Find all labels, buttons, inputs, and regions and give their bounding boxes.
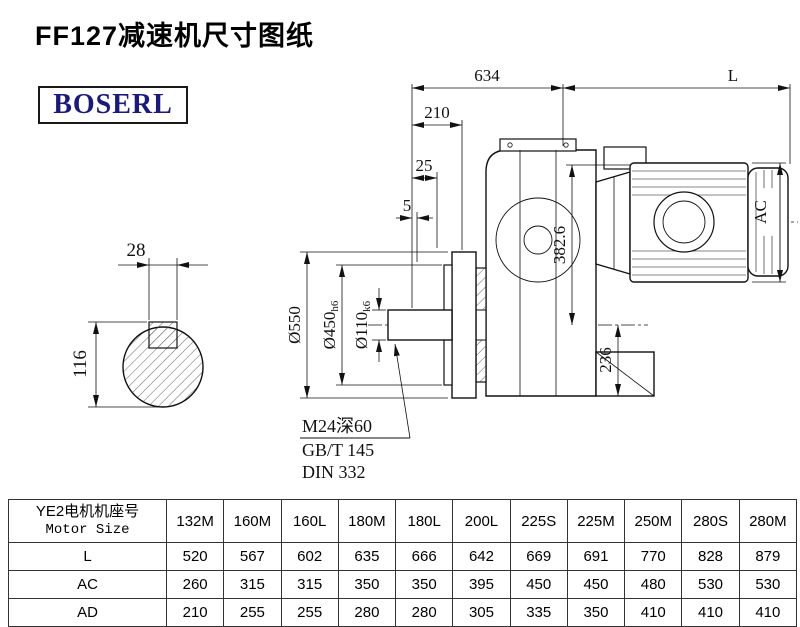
output-shaft bbox=[387, 309, 453, 341]
cell-L: 666 bbox=[395, 542, 454, 571]
dim-116-label: 116 bbox=[70, 350, 91, 378]
cell-L: 691 bbox=[566, 542, 626, 571]
dia-450-label: Ø450h6 bbox=[320, 300, 341, 349]
dim-L-label: L bbox=[728, 66, 738, 85]
dim-28-label: 28 bbox=[127, 240, 146, 261]
cell-AC: 395 bbox=[452, 570, 511, 599]
cell-AD: 335 bbox=[509, 598, 568, 627]
header-cn: YE2电机机座号 bbox=[35, 503, 140, 521]
dim-25-label: 25 bbox=[416, 156, 433, 175]
cell-AD: 305 bbox=[452, 598, 511, 627]
note-gbt145: GB/T 145 bbox=[302, 440, 374, 460]
gear-circle bbox=[495, 197, 581, 283]
cell-AD: 410 bbox=[624, 598, 683, 627]
dimension-lines bbox=[300, 84, 791, 439]
boserl-logo-text: BOSERL bbox=[53, 89, 173, 120]
size-col-header: 225M bbox=[566, 499, 626, 543]
table-header-row: YE2电机机座号 Motor Size 132M 160M 160L 180M … bbox=[8, 499, 798, 543]
dia-450-value: Ø450 bbox=[320, 312, 339, 350]
shaft-end-view bbox=[88, 258, 208, 408]
cell-AD: 210 bbox=[165, 598, 225, 627]
cell-L: 879 bbox=[738, 542, 798, 571]
reducer-side-view bbox=[368, 138, 798, 399]
key-section bbox=[148, 321, 178, 349]
table-row-L: L 520 567 602 635 666 642 669 691 770 82… bbox=[8, 542, 798, 571]
size-col-header: 280M bbox=[738, 499, 798, 543]
cell-AC: 315 bbox=[280, 570, 339, 599]
cell-L: 642 bbox=[452, 542, 511, 571]
cell-L: 520 bbox=[165, 542, 225, 571]
output-flange bbox=[451, 251, 477, 399]
cell-AD: 280 bbox=[395, 598, 454, 627]
technical-drawing: 28 116 bbox=[70, 66, 798, 482]
drawing-sheet: FF127减速机尺寸图纸 BOSERL 28 bbox=[8, 21, 798, 627]
cell-AD: 350 bbox=[566, 598, 626, 627]
header-en: Motor Size bbox=[45, 521, 130, 538]
cell-AC: 450 bbox=[509, 570, 568, 599]
cell-AC: 450 bbox=[566, 570, 626, 599]
row-label: AD bbox=[8, 598, 167, 627]
size-col-header: 160M bbox=[223, 499, 282, 543]
size-col-header: 280S bbox=[681, 499, 740, 543]
dim-5-label: 5 bbox=[403, 196, 412, 215]
table-row-AD: AD 210 255 255 280 280 305 335 350 410 4… bbox=[8, 598, 798, 627]
cell-L: 602 bbox=[280, 542, 339, 571]
cell-AC: 530 bbox=[738, 570, 798, 599]
cell-AC: 315 bbox=[223, 570, 282, 599]
page-title: FF127减速机尺寸图纸 bbox=[35, 21, 315, 51]
cell-AC: 530 bbox=[681, 570, 740, 599]
gearbox-housing bbox=[485, 149, 597, 397]
housing-top-cap bbox=[499, 138, 577, 152]
size-col-header: 132M bbox=[165, 499, 225, 543]
row-label: L bbox=[8, 542, 167, 571]
dia-110-label: Ø110k6 bbox=[352, 300, 373, 349]
dia-450-tolerance: h6 bbox=[329, 300, 341, 312]
cell-AD: 280 bbox=[337, 598, 397, 627]
dim-236-label: 236 bbox=[596, 347, 615, 373]
cell-AC: 350 bbox=[337, 570, 397, 599]
size-col-header: 160L bbox=[280, 499, 339, 543]
cell-L: 669 bbox=[509, 542, 568, 571]
note-m24: M24深60 bbox=[302, 416, 372, 436]
row-label: AC bbox=[8, 570, 167, 599]
dia-110-value: Ø110 bbox=[352, 312, 371, 349]
cell-AD: 410 bbox=[681, 598, 740, 627]
dia-110-tolerance: k6 bbox=[361, 300, 373, 312]
size-col-header: 180M bbox=[337, 499, 397, 543]
dim-634-label: 634 bbox=[474, 66, 500, 85]
size-col-header: 180L bbox=[395, 499, 454, 543]
size-col-header: 225S bbox=[509, 499, 568, 543]
cell-AC: 480 bbox=[624, 570, 683, 599]
cell-AC: 350 bbox=[395, 570, 454, 599]
size-col-header: 200L bbox=[452, 499, 511, 543]
cell-AC: 260 bbox=[165, 570, 225, 599]
motor-fins bbox=[632, 170, 746, 276]
table-header-motor-size: YE2电机机座号 Motor Size bbox=[8, 499, 167, 543]
dim-AC-label: AC bbox=[751, 200, 770, 224]
cell-L: 828 bbox=[681, 542, 740, 571]
note-din332: DIN 332 bbox=[302, 462, 366, 482]
motor-adapter bbox=[595, 171, 631, 275]
cell-L: 567 bbox=[223, 542, 282, 571]
motor-size-table: YE2电机机座号 Motor Size 132M 160M 160L 180M … bbox=[8, 499, 798, 627]
table-row-AC: AC 260 315 315 350 350 395 450 450 480 5… bbox=[8, 570, 798, 599]
dia-550-label: Ø550 bbox=[285, 306, 304, 344]
dim-382-label: 382.6 bbox=[550, 226, 569, 264]
cell-AD: 255 bbox=[280, 598, 339, 627]
size-col-header: 250M bbox=[624, 499, 683, 543]
cell-AD: 255 bbox=[223, 598, 282, 627]
dim-210-label: 210 bbox=[424, 103, 450, 122]
cell-L: 635 bbox=[337, 542, 397, 571]
cell-AD: 410 bbox=[738, 598, 798, 627]
boserl-logo: BOSERL bbox=[38, 86, 188, 124]
cell-L: 770 bbox=[624, 542, 683, 571]
